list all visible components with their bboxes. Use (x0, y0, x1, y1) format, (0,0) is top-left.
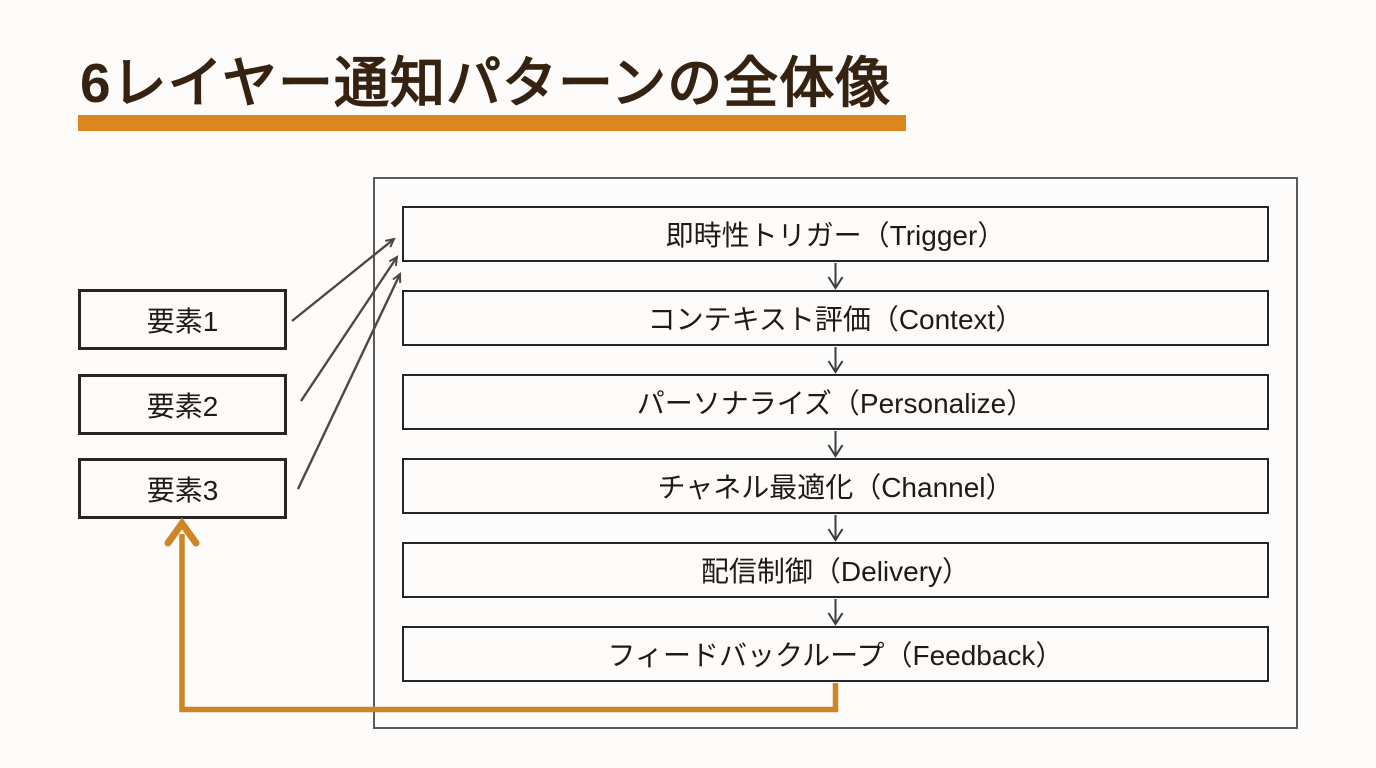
layer-box-feedback-label: フィードバックループ（Feedback） (607, 640, 1064, 671)
layer-box-delivery: 配信制御（Delivery） (402, 542, 1269, 598)
layer-box-personalize: パーソナライズ（Personalize） (402, 374, 1269, 430)
layer-box-trigger-label: 即時性トリガー（Trigger） (665, 220, 1006, 251)
element-box-2: 要素2 (78, 374, 287, 435)
element-box-2-label: 要素2 (146, 390, 219, 422)
layer-box-context: コンテキスト評価（Context） (402, 290, 1269, 346)
layer-box-personalize-label: パーソナライズ（Personalize） (636, 388, 1035, 419)
element-box-1-label: 要素1 (146, 305, 219, 337)
layer-box-channel: チャネル最適化（Channel） (402, 458, 1269, 514)
title-underline (78, 115, 906, 131)
layer-box-delivery-label: 配信制御（Delivery） (700, 556, 971, 587)
layer-box-context-label: コンテキスト評価（Context） (647, 304, 1024, 335)
element-box-1: 要素1 (78, 289, 287, 350)
layer-box-feedback: フィードバックループ（Feedback） (402, 626, 1269, 682)
layer-box-trigger: 即時性トリガー（Trigger） (402, 206, 1269, 262)
element-box-3-label: 要素3 (146, 474, 219, 506)
element-box-3: 要素3 (78, 458, 287, 519)
page-title: 6レイヤー通知パターンの全体像 (80, 52, 892, 114)
layer-box-channel-label: チャネル最適化（Channel） (657, 472, 1014, 503)
